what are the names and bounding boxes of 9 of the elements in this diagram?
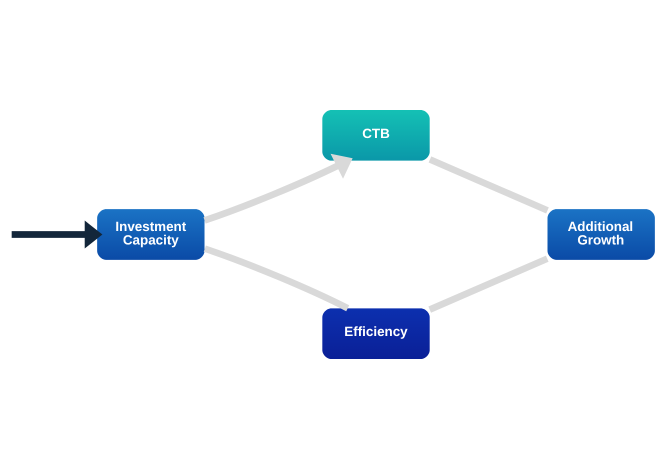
arrow: [12, 220, 102, 248]
connector: [204, 244, 350, 311]
node-box: Additional Growth: [548, 208, 655, 260]
arrow: [203, 153, 353, 224]
node-box: Investment Capacity: [97, 208, 205, 260]
node-box: Efficiency: [322, 308, 430, 359]
node-box: CTB: [322, 109, 430, 160]
connector: [428, 156, 549, 214]
connector: [428, 255, 549, 312]
